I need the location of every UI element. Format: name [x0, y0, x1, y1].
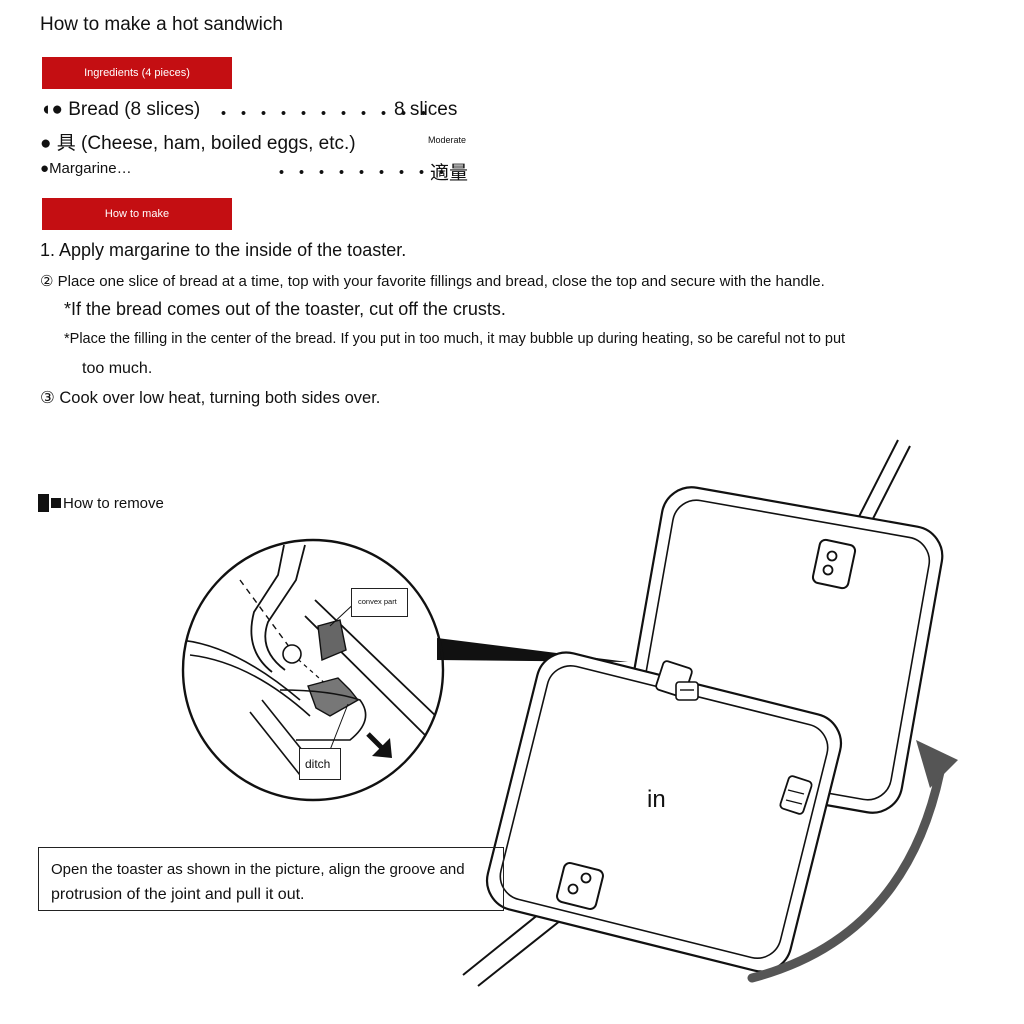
- page-title: How to make a hot sandwich: [40, 14, 283, 35]
- upper-hinge: [655, 660, 699, 701]
- step-3: ③ Cook over low heat, turning both sides…: [40, 389, 381, 407]
- convex-part-label: convex part: [351, 588, 408, 617]
- note-1: *If the bread comes out of the toaster, …: [64, 299, 506, 319]
- dot-leader: ・・・・・・・・・・・: [214, 104, 435, 125]
- caption-line-2: protrusion of the joint and pull it out.: [51, 886, 305, 903]
- zoom-detail-circle: [181, 538, 445, 802]
- convex-label-text: convex part: [358, 597, 397, 606]
- ingredient-name: Bread (8 slices): [68, 99, 201, 120]
- ingredient-amount: 8 slices: [394, 99, 458, 120]
- note-2-cont: too much.: [82, 360, 153, 377]
- step-1: 1. Apply margarine to the inside of the …: [40, 240, 407, 260]
- bullet: ◖●: [40, 99, 63, 120]
- in-label: in: [647, 786, 666, 813]
- ingredients-label: Ingredients (4 pieces): [84, 67, 190, 79]
- remove-label: How to remove: [63, 494, 164, 512]
- zoom-pointer: [437, 638, 628, 662]
- ingredient-margarine: ●Margarine…: [40, 160, 132, 177]
- ingredient-amount: Moderate: [428, 135, 467, 145]
- remove-heading: How to remove: [38, 494, 164, 512]
- arrow-down-right-icon: [366, 732, 392, 758]
- step-2: ② Place one slice of bread at a time, to…: [40, 273, 825, 290]
- howto-label: How to make: [104, 208, 170, 220]
- ingredient-bread: ◖● Bread (8 slices): [40, 99, 200, 121]
- dot-leader: ・・・・・・・・・: [272, 163, 453, 184]
- curved-arrow-icon: [747, 767, 945, 983]
- ingredient-fillings: ● 具 (Cheese, ham, boiled eggs, etc.): [40, 128, 356, 155]
- note-2: *Place the filling in the center of the …: [64, 331, 846, 347]
- top-hinge-block: [811, 538, 857, 590]
- ingredients-band: Ingredients (4 pieces): [42, 57, 232, 89]
- ingredient-amount: 適量: [430, 163, 469, 184]
- square-bullet-icon: [38, 494, 61, 512]
- bullet: ●: [40, 160, 50, 177]
- bullet: ●: [40, 133, 52, 154]
- ingredient-name: 具 (Cheese, ham, boiled eggs, etc.): [56, 133, 356, 154]
- bottom-hinge-block: [556, 862, 604, 910]
- lower-hinge: [779, 775, 813, 815]
- ingredient-name: Margarine…: [49, 160, 132, 177]
- ditch-label: ditch: [299, 748, 341, 780]
- caption-line-1: Open the toaster as shown in the picture…: [51, 861, 465, 878]
- howto-band: How to make: [42, 198, 232, 230]
- ditch-label-text: ditch: [305, 757, 331, 771]
- removal-caption: Open the toaster as shown in the picture…: [38, 847, 504, 911]
